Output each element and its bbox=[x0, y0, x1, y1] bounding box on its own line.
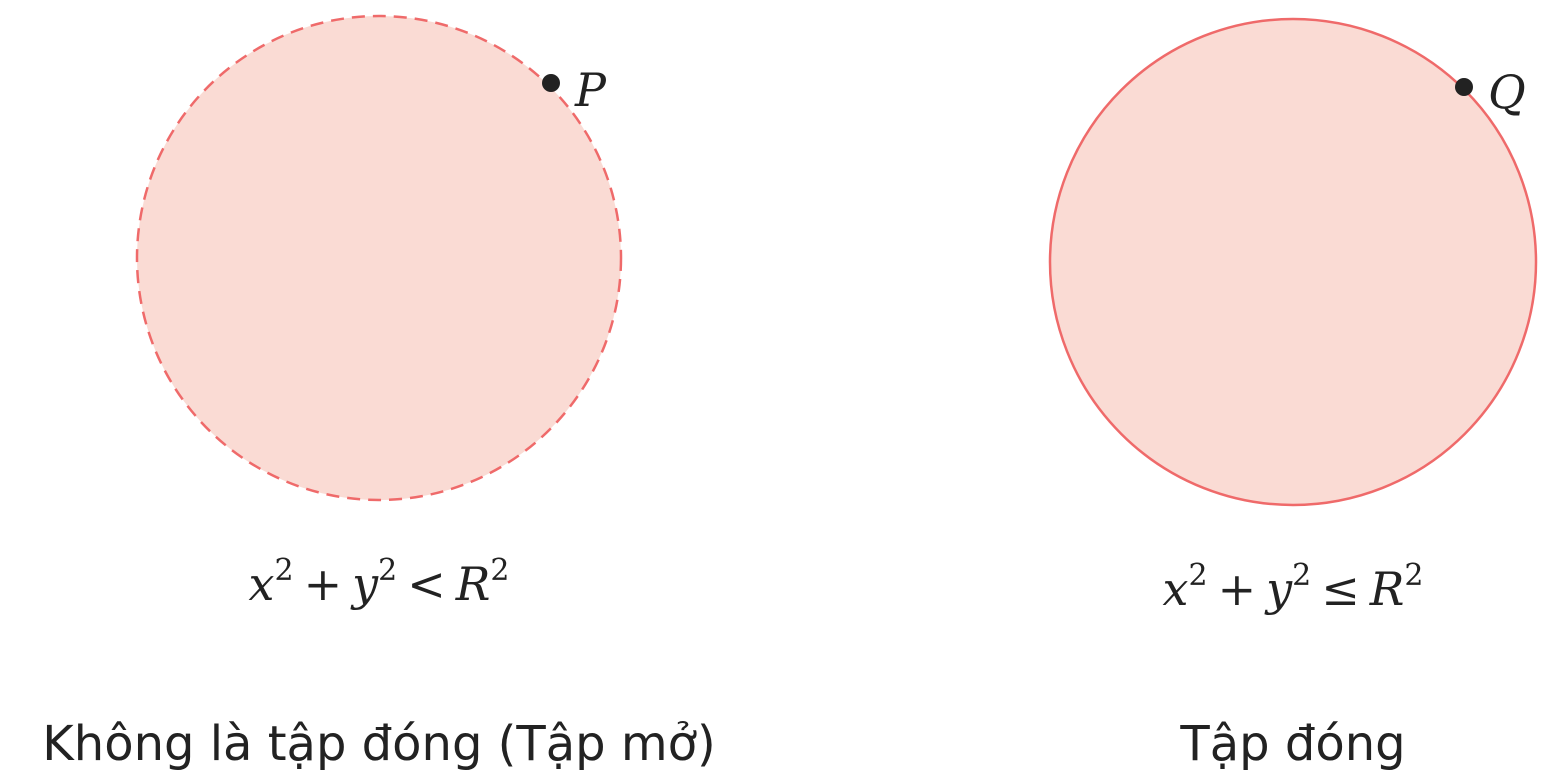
less-than-sign: < bbox=[407, 557, 446, 611]
closed-set-panel: Q x2+y2≤R2 Tập đóng bbox=[1048, 17, 1538, 772]
plus-sign: + bbox=[1218, 562, 1257, 616]
exp-r: 2 bbox=[1404, 558, 1423, 593]
exp-y: 2 bbox=[378, 553, 397, 588]
exp-x: 2 bbox=[274, 553, 293, 588]
open-set-inequality: x2+y2<R2 bbox=[249, 553, 510, 611]
open-set-caption: Không là tập đóng (Tập mở) bbox=[42, 716, 715, 772]
exp-r: 2 bbox=[490, 553, 509, 588]
plus-sign: + bbox=[304, 557, 343, 611]
less-or-equal-sign: ≤ bbox=[1321, 562, 1360, 616]
var-x: x bbox=[1163, 562, 1189, 616]
closed-set-caption: Tập đóng bbox=[1179, 716, 1405, 772]
point-label-q: Q bbox=[1488, 65, 1526, 119]
open-disk bbox=[135, 14, 623, 502]
var-x: x bbox=[249, 557, 275, 611]
closed-disk bbox=[1048, 17, 1538, 507]
var-y: y bbox=[1264, 562, 1293, 616]
var-r: R bbox=[455, 557, 491, 611]
exp-y: 2 bbox=[1292, 558, 1311, 593]
boundary-point-q bbox=[1455, 78, 1473, 96]
var-r: R bbox=[1369, 562, 1405, 616]
closed-set-inequality: x2+y2≤R2 bbox=[1163, 558, 1424, 616]
exp-x: 2 bbox=[1188, 558, 1207, 593]
open-set-panel: P x2+y2<R2 Không là tập đóng (Tập mở) bbox=[42, 14, 716, 772]
point-label-p: P bbox=[574, 63, 607, 117]
boundary-point-p bbox=[542, 74, 560, 92]
var-y: y bbox=[350, 557, 379, 611]
